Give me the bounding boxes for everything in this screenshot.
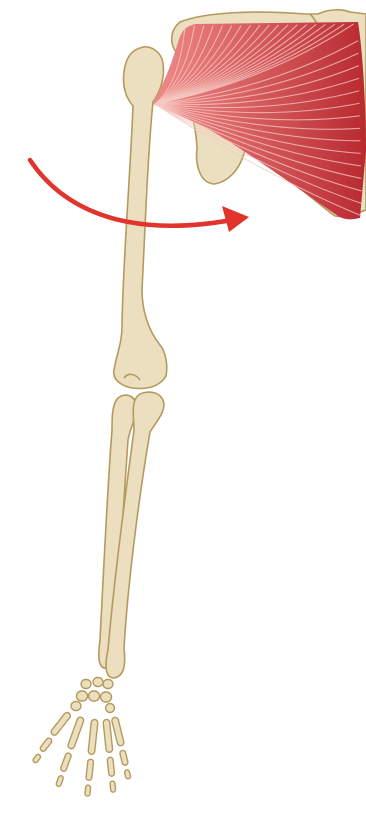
hand-bone xyxy=(93,678,103,687)
hand-bone xyxy=(103,680,113,689)
hand-bone xyxy=(110,781,116,792)
hand-bone xyxy=(50,711,72,736)
hand-bone xyxy=(101,692,112,702)
hand-bone xyxy=(106,704,115,713)
hand-bone xyxy=(85,785,91,796)
hand-bone xyxy=(111,717,124,747)
hand-bone xyxy=(107,757,115,776)
hand-bone xyxy=(103,719,113,752)
hand-bone xyxy=(67,716,84,749)
hand-bone xyxy=(56,775,64,787)
hand-bone xyxy=(32,753,41,763)
hand-bone xyxy=(86,759,94,780)
hand-bone xyxy=(89,691,100,701)
hand-bone xyxy=(88,719,98,754)
hand-bone xyxy=(119,750,128,766)
hand-bones xyxy=(32,678,131,797)
hand-bone xyxy=(81,680,91,689)
hand-bone xyxy=(71,702,81,711)
hand-bone xyxy=(77,691,88,701)
hand-bone xyxy=(39,737,53,752)
hand-bone xyxy=(124,769,131,779)
hand-bone xyxy=(60,752,72,772)
subscapularis-muscle xyxy=(153,22,366,219)
